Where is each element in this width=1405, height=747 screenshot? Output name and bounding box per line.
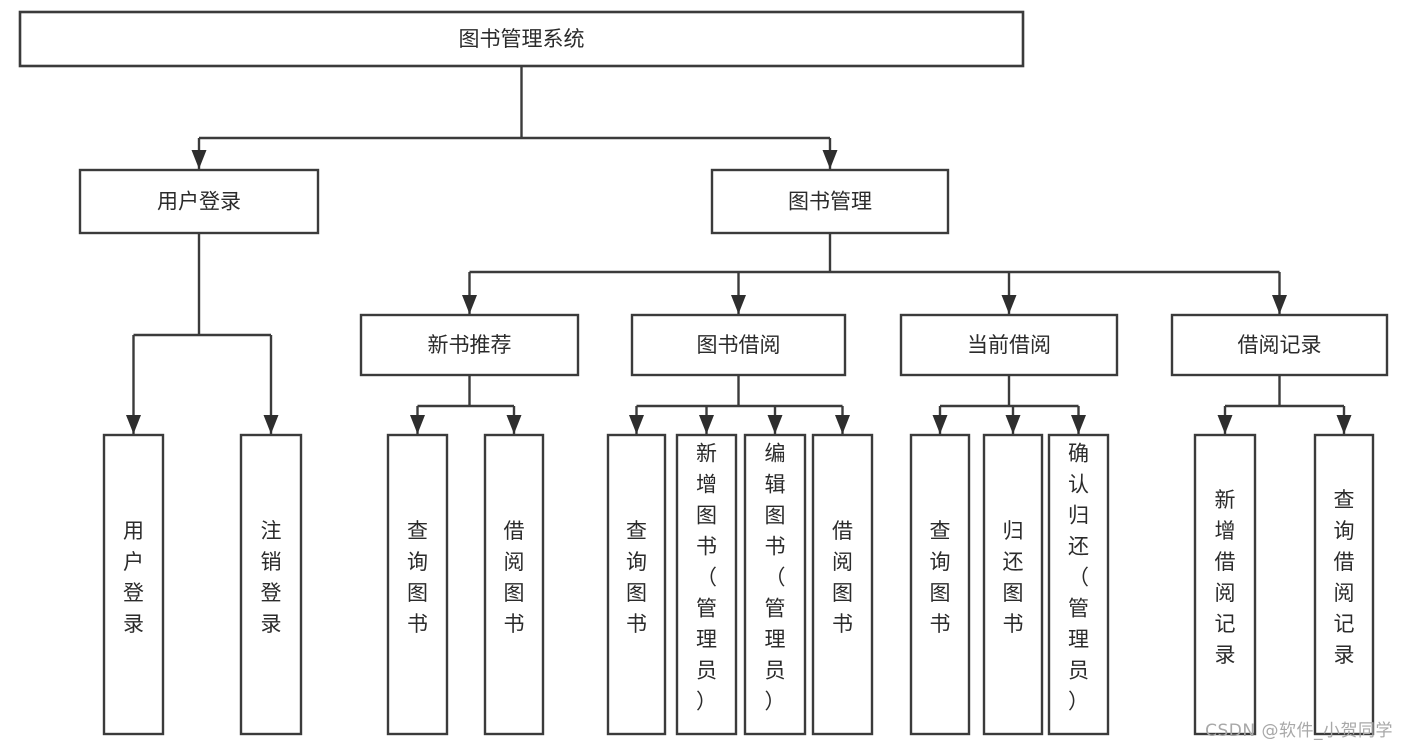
node-box[interactable] — [18, 10, 1025, 68]
arrow-head-icon — [1272, 295, 1287, 314]
nodes-layer: 图书管理系统用户登录用户登录注销登录图书管理新书推荐查询图书借阅图书图书借阅查询… — [18, 10, 1389, 736]
node-label: 图书借阅 — [697, 333, 781, 357]
node-box[interactable] — [811, 433, 874, 736]
watermark-label: CSDN @软件_小贺同学 — [1205, 721, 1393, 741]
node-label: 当前借阅 — [967, 333, 1051, 357]
arrow-head-icon — [1005, 415, 1021, 434]
node-leaf-query-record[interactable]: 查询借阅记录 — [1313, 433, 1375, 736]
node-leaf-user-login[interactable]: 用户登录 — [102, 433, 165, 736]
arrow-head-icon — [1336, 415, 1352, 434]
node-box[interactable] — [78, 168, 320, 235]
node-leaf-borrow-book-1[interactable]: 借阅图书 — [483, 433, 545, 736]
node-label: 查询图书 — [407, 519, 428, 636]
node-label: 查询图书 — [930, 519, 951, 636]
node-label: 归还图书 — [1003, 519, 1024, 636]
node-borrow-record[interactable]: 借阅记录 — [1170, 313, 1389, 377]
node-user-login[interactable]: 用户登录 — [78, 168, 320, 235]
node-label: 用户登录 — [157, 190, 241, 214]
node-label: 借阅图书 — [504, 519, 525, 636]
node-label: 查询借阅记录 — [1334, 488, 1355, 667]
node-box[interactable] — [899, 313, 1119, 377]
node-leaf-edit-book[interactable]: 编辑图书（管理员） — [743, 433, 807, 736]
arrow-head-icon — [191, 150, 207, 169]
node-box[interactable] — [102, 433, 165, 736]
node-label: 新书推荐 — [428, 333, 512, 357]
node-leaf-add-book[interactable]: 新增图书（管理员） — [675, 433, 738, 736]
node-book-borrow[interactable]: 图书借阅 — [630, 313, 847, 377]
node-label: 注销登录 — [261, 519, 282, 636]
node-label: 确认归还（管理员） — [1068, 442, 1089, 714]
arrow-head-icon — [767, 415, 783, 434]
arrow-head-icon — [835, 415, 850, 434]
node-box[interactable] — [982, 433, 1044, 736]
node-box[interactable] — [675, 433, 738, 736]
arrow-head-icon — [629, 415, 644, 434]
node-leaf-return-book[interactable]: 归还图书 — [982, 433, 1044, 736]
node-box[interactable] — [1170, 313, 1389, 377]
node-box[interactable] — [630, 313, 847, 377]
arrow-head-icon — [932, 415, 948, 434]
node-box[interactable] — [239, 433, 303, 736]
node-box[interactable] — [483, 433, 545, 736]
node-leaf-borrow-book-2[interactable]: 借阅图书 — [811, 433, 874, 736]
node-label: 新增借阅记录 — [1215, 488, 1236, 667]
node-label: 新增图书（管理员） — [696, 442, 717, 714]
arrow-head-icon — [731, 295, 746, 314]
node-label: 查询图书 — [626, 519, 647, 636]
arrow-head-icon — [1217, 415, 1233, 434]
node-book-manage[interactable]: 图书管理 — [710, 168, 950, 235]
arrow-head-icon — [126, 415, 141, 434]
node-leaf-user-logout[interactable]: 注销登录 — [239, 433, 303, 736]
node-box[interactable] — [359, 313, 580, 377]
node-label: 图书管理 — [788, 190, 872, 214]
arrow-head-icon — [462, 295, 477, 314]
node-leaf-query-book-1[interactable]: 查询图书 — [386, 433, 449, 736]
arrow-head-icon — [506, 415, 522, 434]
node-box[interactable] — [710, 168, 950, 235]
arrow-head-icon — [822, 150, 838, 169]
node-box[interactable] — [743, 433, 807, 736]
node-box[interactable] — [909, 433, 971, 736]
node-new-book-rec[interactable]: 新书推荐 — [359, 313, 580, 377]
node-leaf-query-book-2[interactable]: 查询图书 — [606, 433, 667, 736]
node-box[interactable] — [1313, 433, 1375, 736]
node-box[interactable] — [1193, 433, 1257, 736]
node-label: 用户登录 — [123, 519, 144, 636]
arrow-head-icon — [1001, 295, 1017, 314]
arrow-head-icon — [1071, 415, 1086, 434]
arrow-head-icon — [410, 415, 425, 434]
node-leaf-query-book-3[interactable]: 查询图书 — [909, 433, 971, 736]
node-label: 借阅图书 — [832, 519, 853, 636]
node-box[interactable] — [386, 433, 449, 736]
node-leaf-add-record[interactable]: 新增借阅记录 — [1193, 433, 1257, 736]
arrow-head-icon — [699, 415, 714, 434]
node-label: 图书管理系统 — [459, 27, 585, 51]
node-box[interactable] — [1047, 433, 1110, 736]
node-box[interactable] — [606, 433, 667, 736]
node-root[interactable]: 图书管理系统 — [18, 10, 1025, 68]
node-leaf-confirm-return[interactable]: 确认归还（管理员） — [1047, 433, 1110, 736]
arrow-head-icon — [263, 415, 279, 434]
connectors-layer — [126, 66, 1352, 434]
node-current-borrow[interactable]: 当前借阅 — [899, 313, 1119, 377]
node-label: 借阅记录 — [1238, 333, 1322, 357]
node-label: 编辑图书（管理员） — [765, 442, 786, 714]
